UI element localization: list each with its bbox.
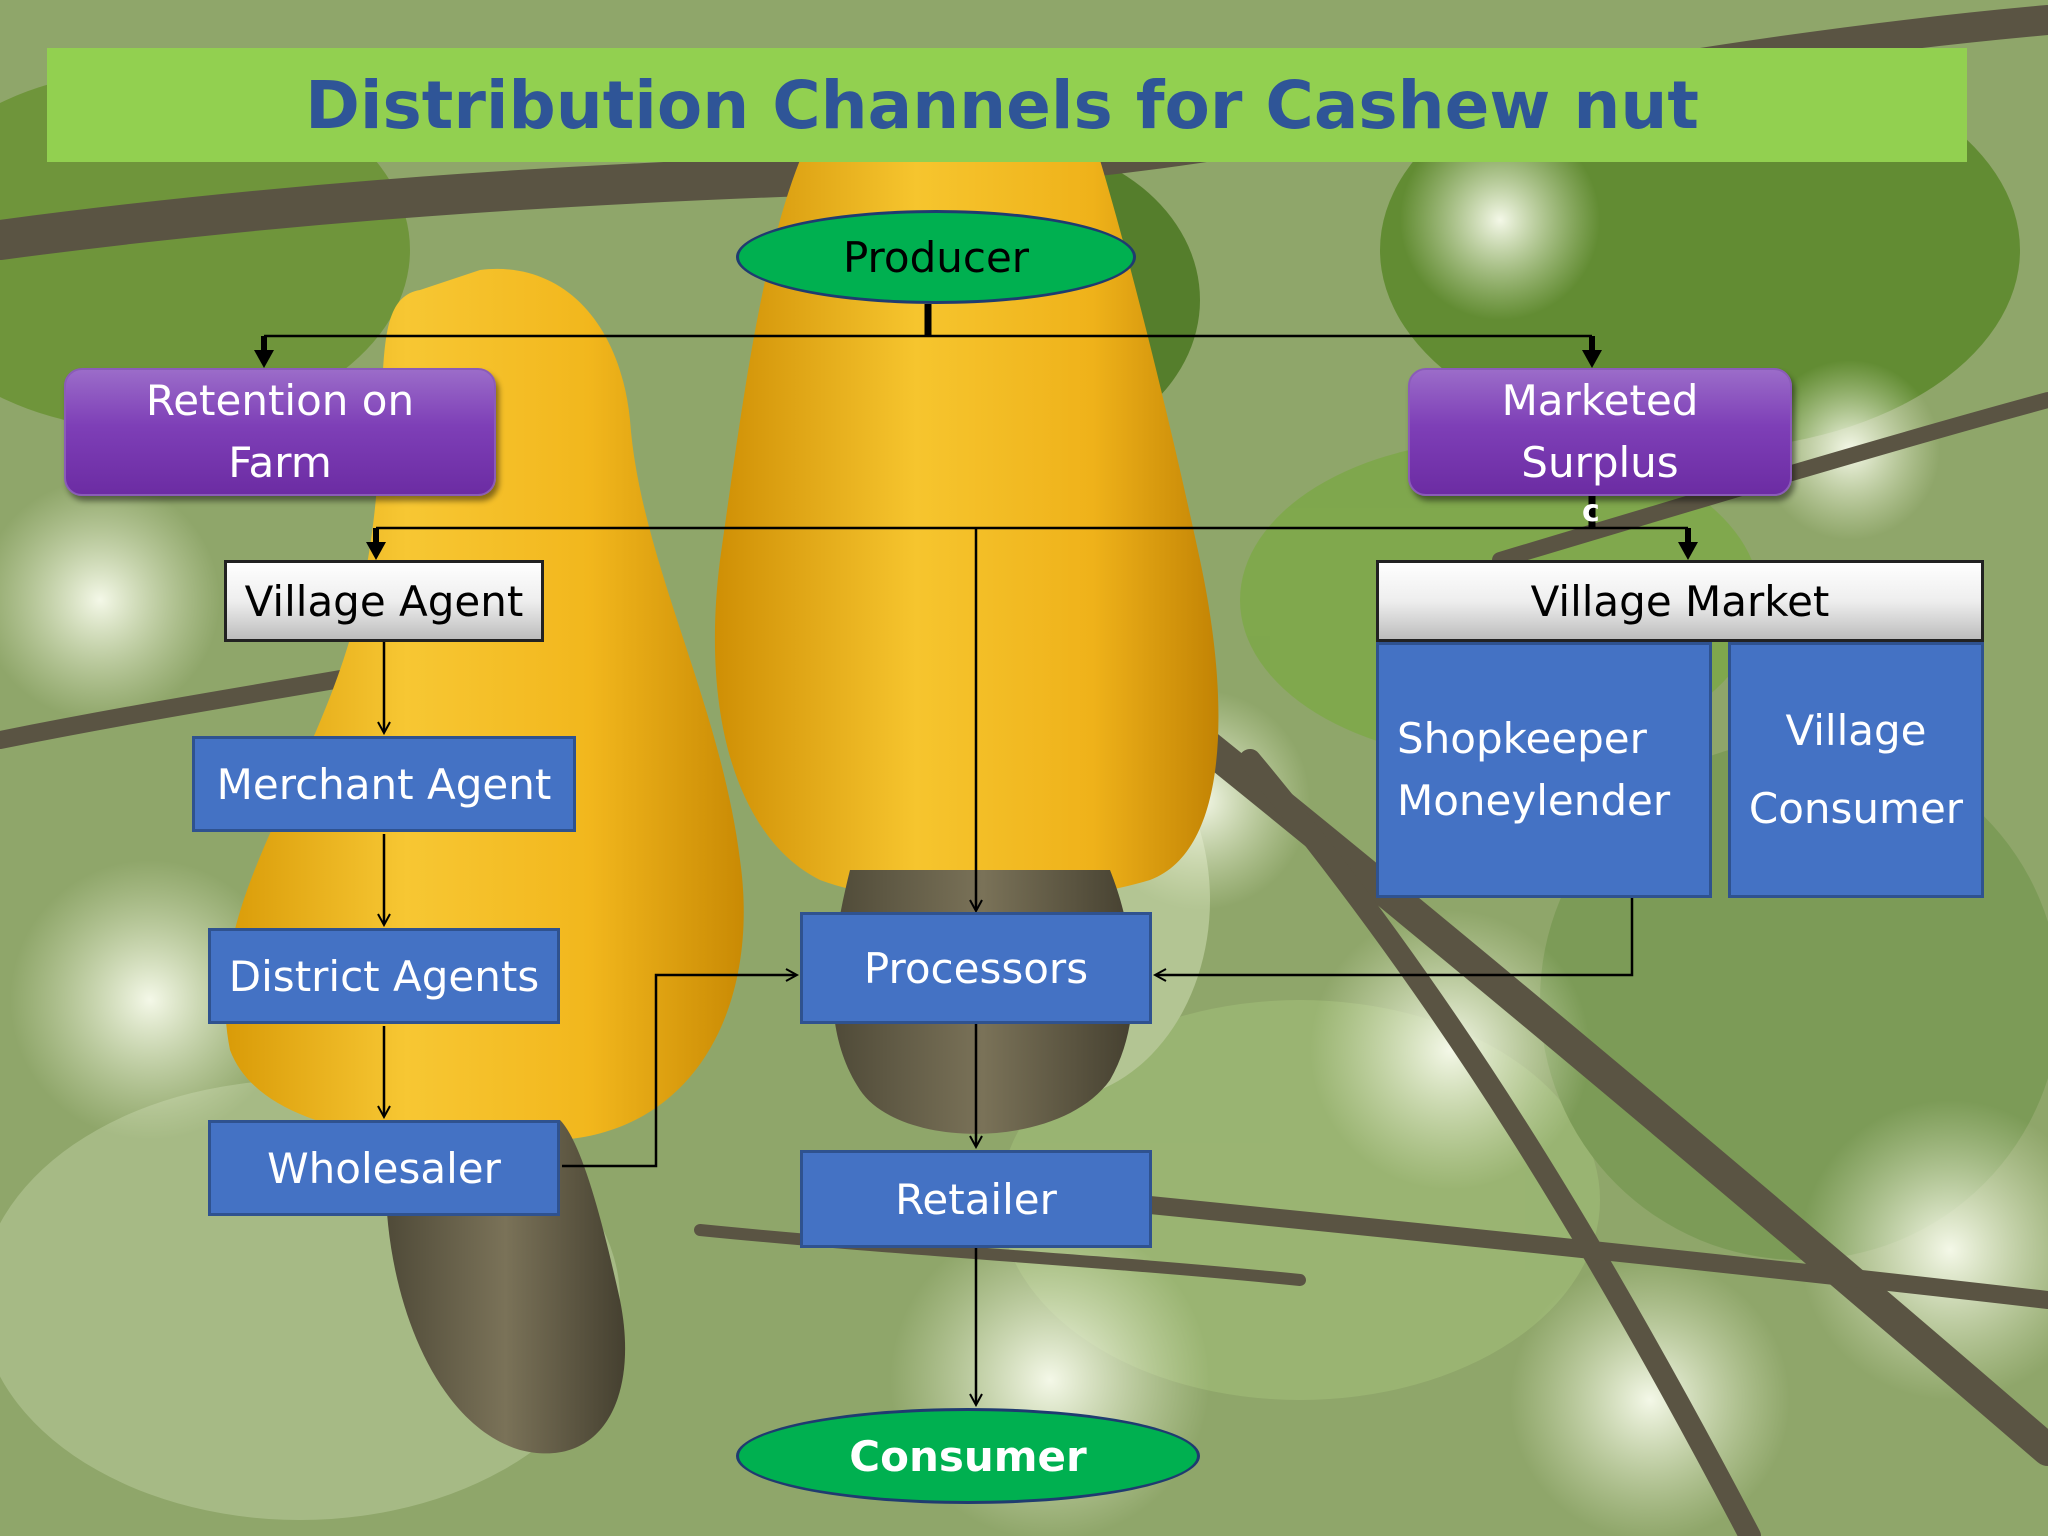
district-agents-node: District Agents <box>208 928 560 1024</box>
marketed-label-line1: Marketed <box>1501 376 1699 425</box>
consumer-label: Consumer <box>849 1431 1087 1481</box>
shopkeeper-label-line1: Shopkeeper <box>1397 714 1647 763</box>
producer-label: Producer <box>842 232 1030 282</box>
page-title: Distribution Channels for Cashew nut <box>305 66 1699 144</box>
village-consumer-label-line2: Consumer <box>1748 784 1964 833</box>
title-banner: Distribution Channels for Cashew nut <box>47 48 1967 162</box>
shopkeeper-label-line2: Moneylender <box>1397 776 1671 825</box>
merchant-agent-node: Merchant Agent <box>192 736 576 832</box>
wholesaler-node: Wholesaler <box>208 1120 560 1216</box>
wholesaler-label: Wholesaler <box>267 1143 501 1193</box>
shopkeeper-moneylender-node: Shopkeeper Moneylender <box>1376 642 1712 898</box>
retention-label-line1: Retention on <box>145 376 415 425</box>
village-market-label: Village Market <box>1530 576 1830 626</box>
processors-label: Processors <box>863 943 1089 993</box>
retailer-node: Retailer <box>800 1150 1152 1248</box>
merchant-agent-label: Merchant Agent <box>216 759 552 809</box>
village-market-node: Village Market <box>1376 560 1984 642</box>
retailer-label: Retailer <box>895 1174 1057 1224</box>
village-agent-node: Village Agent <box>224 560 544 642</box>
marketed-surplus-node: Marketed Surplus <box>1408 368 1792 496</box>
producer-node: Producer <box>736 210 1136 304</box>
retention-label-line2: Farm <box>228 438 332 487</box>
retention-on-farm-node: Retention on Farm <box>64 368 496 496</box>
village-agent-label: Village Agent <box>244 576 524 626</box>
processors-node: Processors <box>800 912 1152 1024</box>
marketed-label-line2: Surplus <box>1521 438 1679 487</box>
district-agents-label: District Agents <box>228 951 540 1001</box>
village-consumer-label-line1: Village <box>1785 706 1927 755</box>
marketed-surplus-mark: c <box>1582 494 1600 529</box>
consumer-node: Consumer <box>736 1408 1200 1504</box>
village-consumer-node: Village Consumer <box>1728 642 1984 898</box>
